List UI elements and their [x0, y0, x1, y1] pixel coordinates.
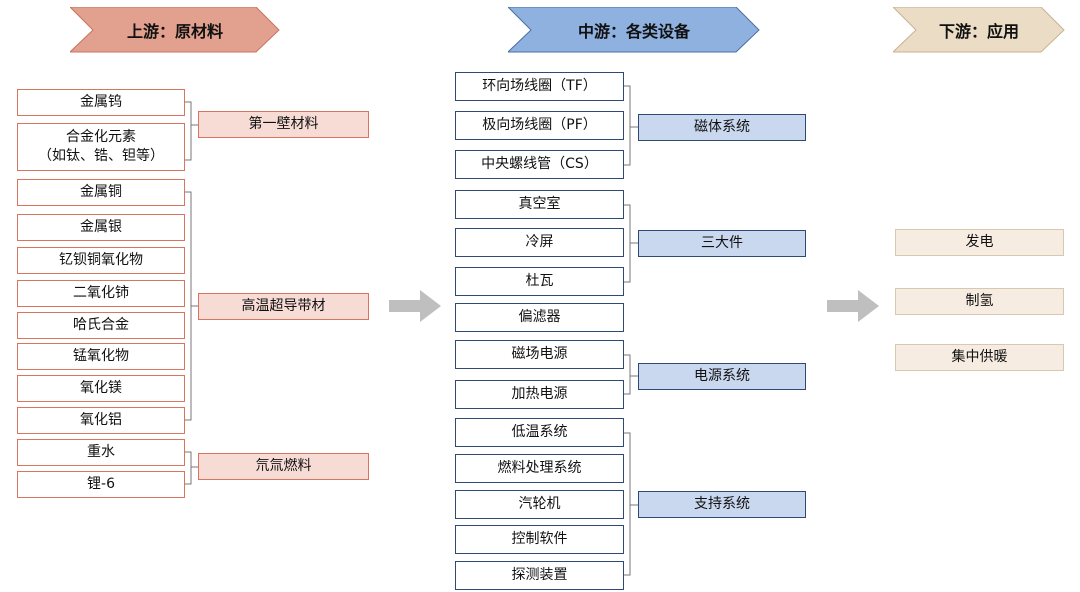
downstream-item: 发电 [895, 229, 1064, 256]
midstream-item: 低温系统 [455, 418, 624, 447]
midstream-group: 磁体系统 [638, 114, 806, 141]
arrow-upstream-to-midstream [389, 290, 441, 322]
upstream-group: 第一壁材料 [198, 111, 369, 138]
midstream-header-label: 中游：各类设备 [577, 22, 690, 41]
downstream-item: 集中供暖 [895, 344, 1064, 371]
upstream-group: 高温超导带材 [198, 293, 369, 320]
upstream-item: 金属铜 [17, 179, 185, 206]
midstream-item: 探测装置 [455, 561, 624, 590]
midstream-item: 偏滤器 [455, 303, 624, 332]
upstream-item: 锰氧化物 [17, 343, 185, 370]
upstream-item: 锂-6 [17, 471, 185, 498]
downstream-item: 制氢 [895, 288, 1064, 315]
downstream-header-label: 下游：应用 [938, 22, 1019, 41]
upstream-item: 重水 [17, 439, 185, 466]
midstream-item: 燃料处理系统 [455, 454, 624, 483]
midstream-group: 三大件 [638, 230, 806, 257]
upstream-group: 氘氚燃料 [198, 453, 369, 480]
midstream-group: 电源系统 [638, 363, 806, 390]
downstream-header: 下游：应用 [893, 7, 1065, 53]
upstream-item: 哈氏合金 [17, 312, 185, 339]
upstream-item: 金属银 [17, 214, 185, 241]
midstream-item: 控制软件 [455, 525, 624, 554]
upstream-item: 金属钨 [17, 89, 185, 116]
midstream-item: 冷屏 [455, 228, 624, 257]
upstream-item: 氧化铝 [17, 407, 185, 434]
midstream-item: 真空室 [455, 190, 624, 219]
downstream-chevron [893, 7, 1065, 53]
midstream-header: 中游：各类设备 [508, 7, 760, 53]
upstream-item: 二氧化铈 [17, 280, 185, 307]
upstream-item: 钇钡铜氧化物 [17, 247, 185, 274]
midstream-item: 杜瓦 [455, 267, 624, 296]
midstream-item: 磁场电源 [455, 340, 624, 369]
upstream-item: 合金化元素 （如钛、锆、钽等） [17, 123, 185, 171]
midstream-group: 支持系统 [638, 491, 806, 518]
midstream-item: 极向场线圈（PF） [455, 111, 624, 140]
midstream-item: 环向场线圈（TF） [455, 72, 624, 101]
upstream-chevron [70, 7, 280, 53]
upstream-header-label: 上游：原材料 [126, 22, 223, 41]
arrow-midstream-to-downstream [827, 290, 879, 322]
midstream-item: 汽轮机 [455, 490, 624, 519]
midstream-item: 中央螺线管（CS） [455, 150, 624, 179]
upstream-header: 上游：原材料 [70, 7, 280, 53]
midstream-item: 加热电源 [455, 380, 624, 409]
upstream-item: 氧化镁 [17, 375, 185, 402]
midstream-chevron [508, 7, 760, 53]
